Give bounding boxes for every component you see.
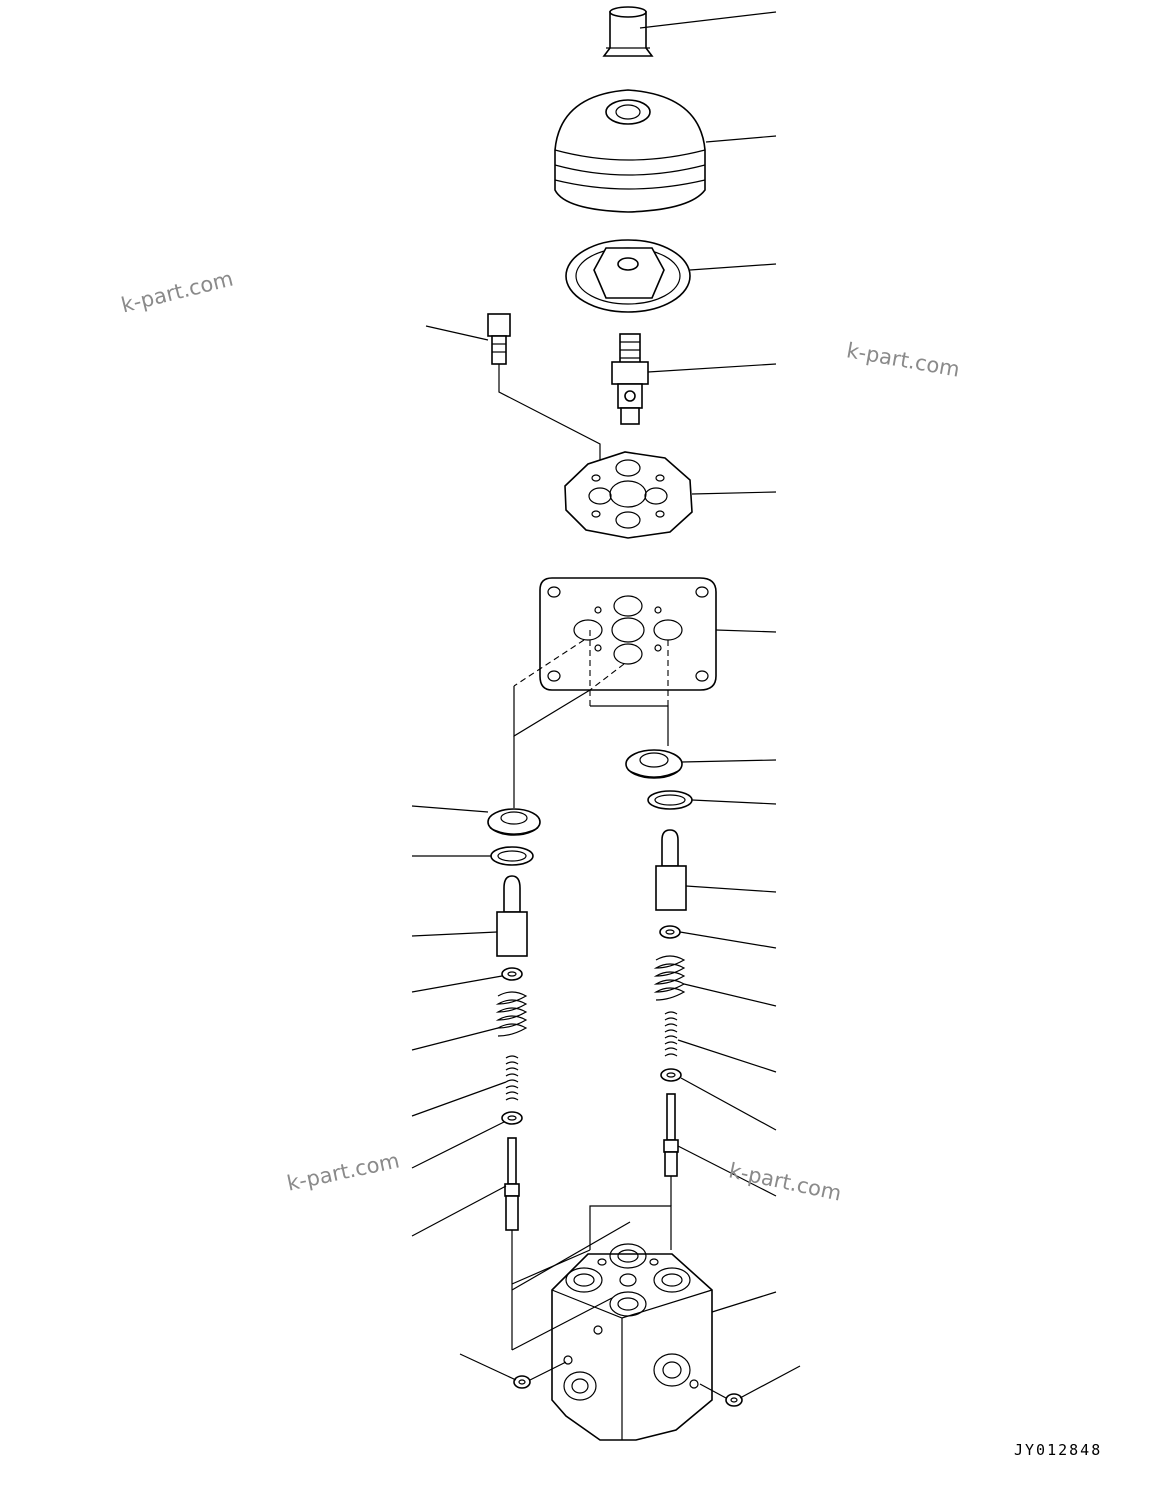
washer-icon (411, 1111, 523, 1169)
washer-icon (660, 1068, 777, 1131)
plug-icon (625, 749, 777, 779)
spring-icon (653, 955, 777, 1007)
fitting-icon (459, 1353, 567, 1389)
fitting-icon (699, 1365, 801, 1407)
plug-icon (411, 805, 541, 836)
universal-joint-icon (611, 333, 777, 425)
spring-icon (664, 1011, 777, 1073)
piston-icon (655, 829, 777, 911)
washer-icon (659, 925, 777, 949)
drawing-code: JY012848 (1014, 1441, 1103, 1459)
o-ring-icon (647, 790, 777, 810)
spring-icon (411, 991, 528, 1051)
bolt-icon (425, 313, 601, 462)
spool-icon (411, 1137, 520, 1350)
plate-nut-icon (565, 239, 777, 313)
cam-plate-icon (564, 451, 777, 539)
o-ring-icon (412, 846, 534, 866)
valve-body-icon (511, 1205, 777, 1441)
rubber-boot-icon (554, 89, 777, 213)
washer-icon (411, 967, 523, 993)
gasket-plate-icon (513, 577, 777, 808)
spring-icon (411, 1055, 519, 1117)
piston-icon (411, 875, 528, 957)
spool-icon (663, 1093, 777, 1206)
nut-icon (602, 6, 777, 57)
